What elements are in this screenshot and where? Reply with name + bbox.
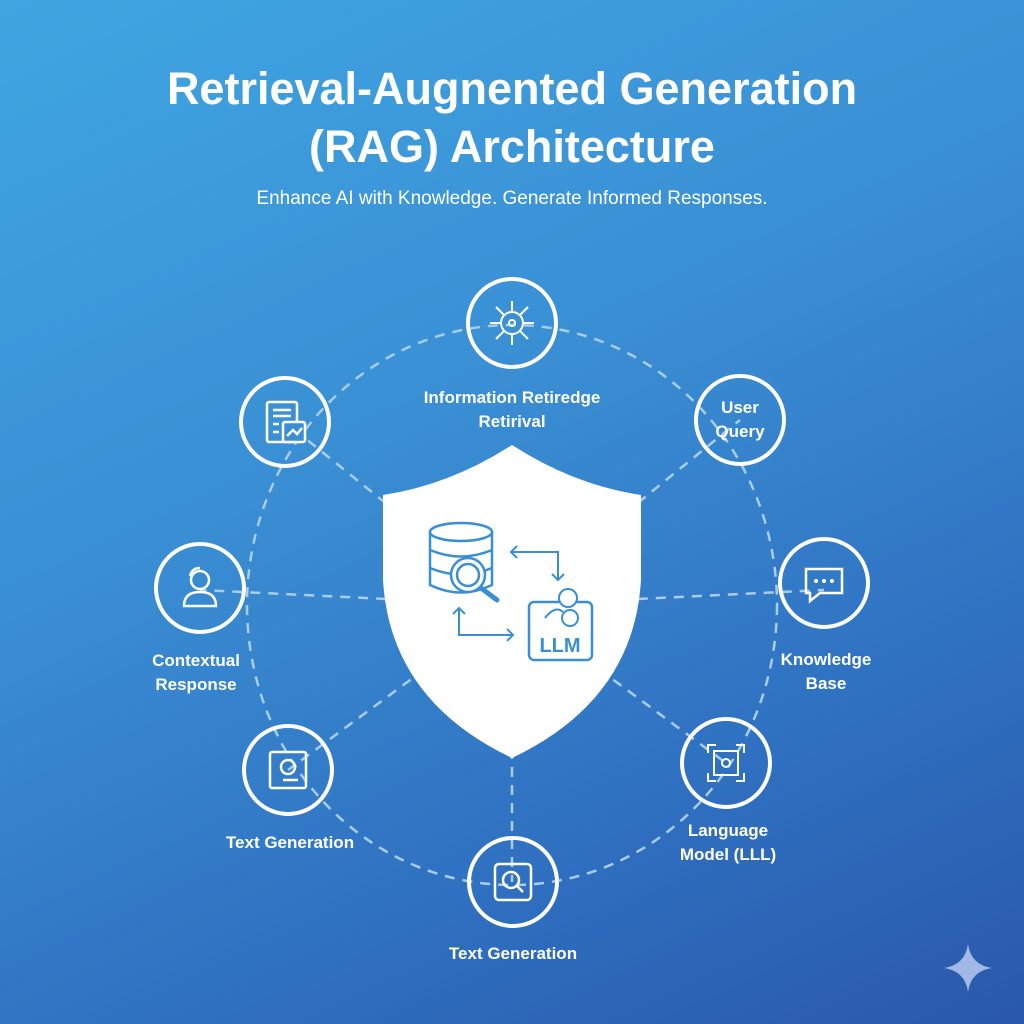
users-icon [182, 566, 218, 608]
search-doc-icon [268, 750, 308, 790]
label-line: Retirival [478, 412, 546, 431]
label-language-model: Language Model (LLL) [618, 819, 838, 867]
node-contextual-response[interactable] [154, 542, 246, 634]
node-user-query[interactable]: User Query [694, 374, 786, 466]
title-line-1: Retrieval-Augnented Generation [166, 63, 858, 114]
node-text-generation-bottom[interactable] [467, 836, 559, 928]
label-line: Model (LLL) [679, 845, 777, 864]
node-information-retrieval[interactable] [466, 277, 558, 369]
label-line: Query [715, 422, 765, 441]
llm-label: LLM [539, 635, 580, 657]
label-line: User [721, 398, 759, 417]
exchange-arrows-icon [452, 545, 565, 642]
label-user-query: User Query [715, 396, 764, 444]
label-text-generation-left: Text Generation [225, 833, 355, 852]
label-contextual-response: Contextual Response [86, 649, 306, 697]
subtitle: Enhance AI with Knowledge. Generate Info… [256, 188, 768, 209]
label-line: Language [687, 821, 769, 840]
node-language-model[interactable] [680, 717, 772, 809]
label-information-retrieval: Information Retiredge Retirival [402, 386, 622, 434]
label-line: Information Retiredge [423, 388, 601, 407]
llm-brain-icon [527, 588, 594, 662]
page-title: Retrieval-Augnented Generation (RAG) Arc… [0, 60, 1024, 176]
node-text-generation-left[interactable] [242, 724, 334, 816]
label-text-generation-bottom: Text Generation [448, 944, 578, 963]
title-line-2: (RAG) Architecture [309, 121, 715, 172]
document-chart-icon [265, 400, 307, 444]
focus-frame-icon [707, 744, 745, 782]
node-documents[interactable] [239, 376, 331, 468]
network-icon [490, 301, 534, 345]
label-line: Response [155, 675, 237, 694]
chat-bubble-icon [804, 567, 844, 604]
label-line: Base [805, 674, 847, 693]
label-line: Contextual [152, 651, 240, 670]
node-knowledge-base[interactable] [778, 537, 870, 629]
label-knowledge-base: Knowledge Base [716, 648, 936, 696]
sparkle-icon [944, 944, 992, 992]
database-search-icon [428, 521, 500, 603]
label-line: Knowledge [780, 650, 872, 669]
search-box-icon [493, 862, 533, 902]
